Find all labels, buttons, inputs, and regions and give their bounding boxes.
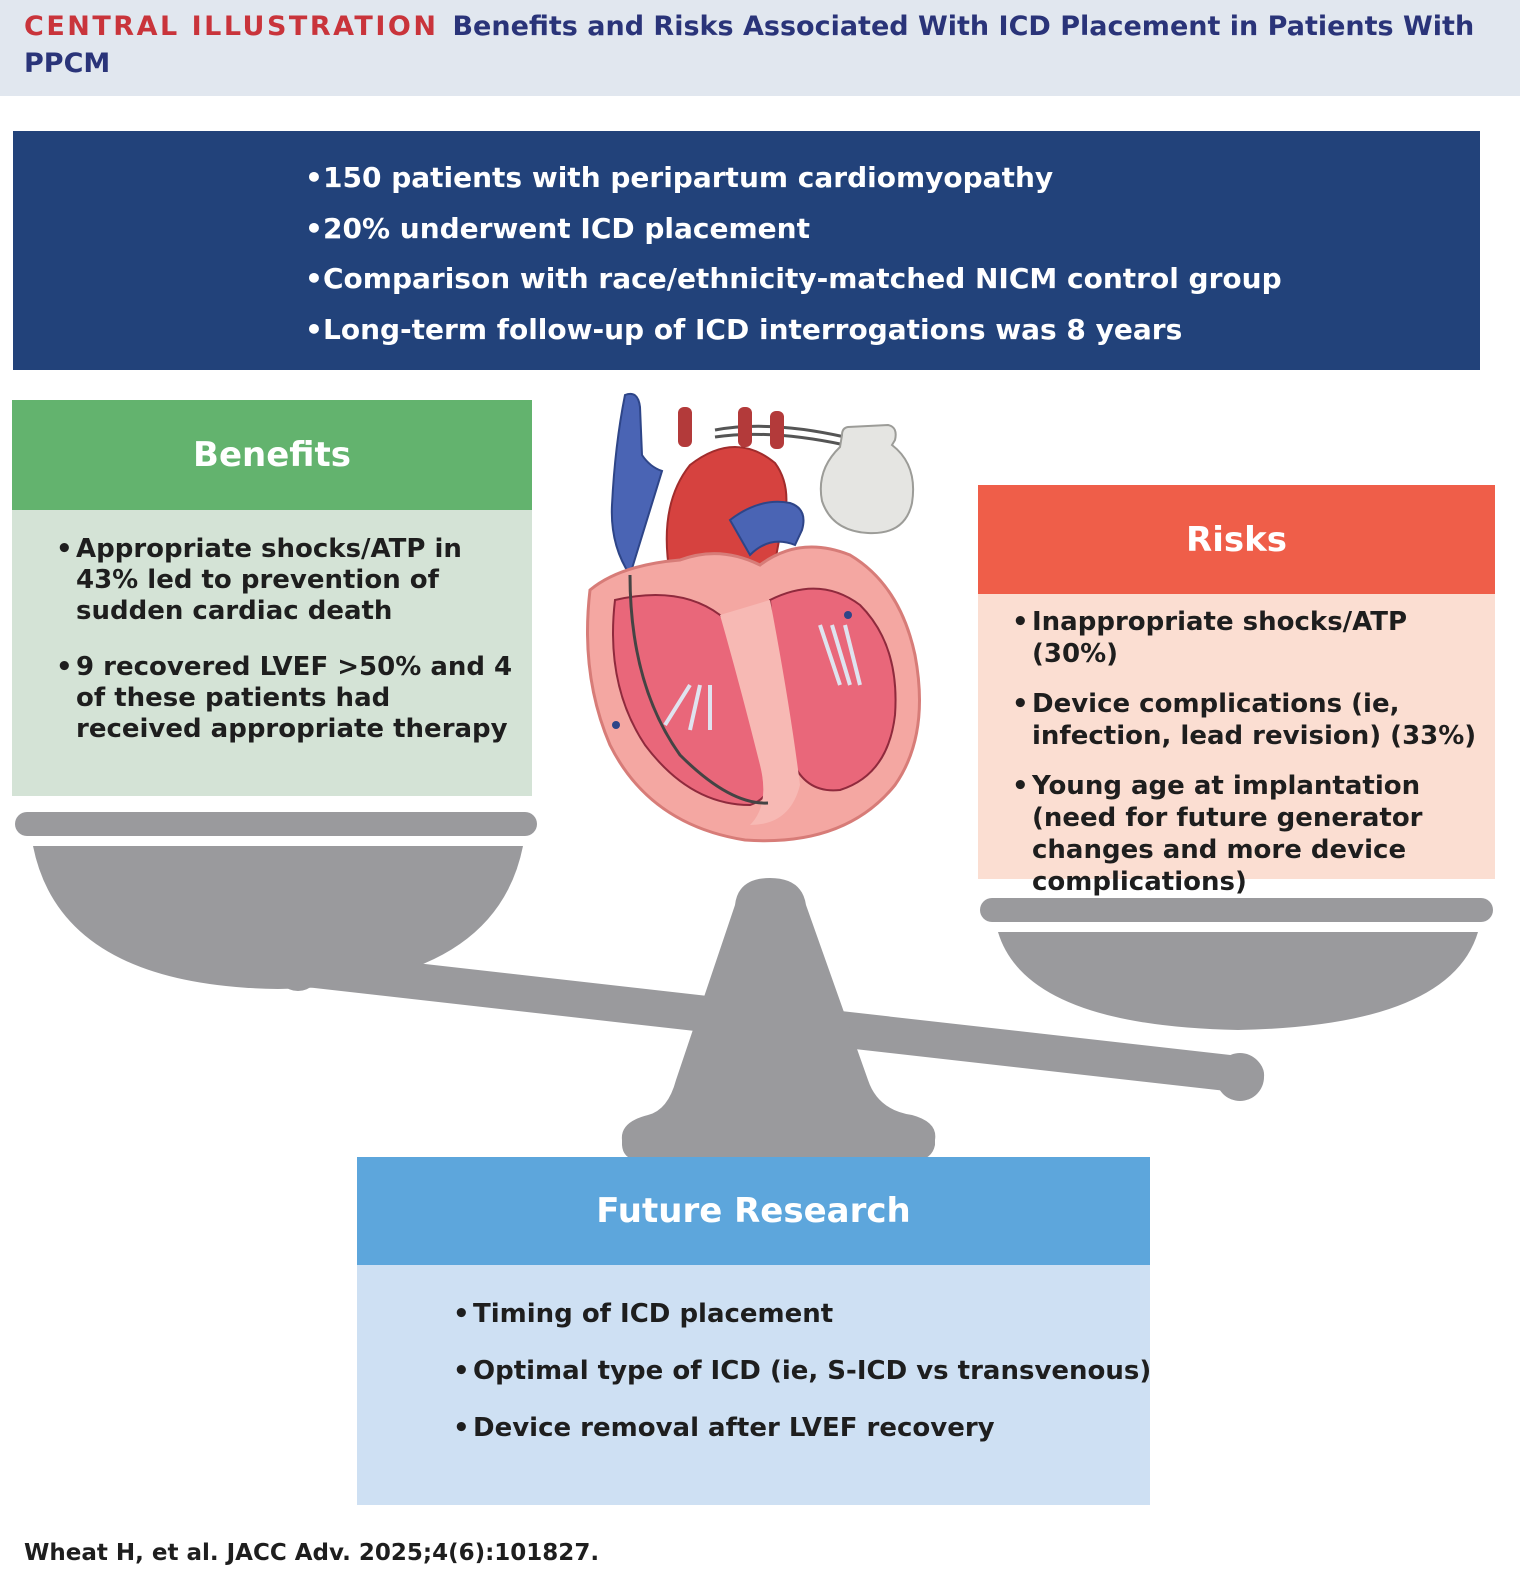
benefits-panel: •Appropriate shocks/ATP in 43% led to pr… [12,510,532,796]
risks-list: •Inappropriate shocks/ATP (30%) •Device … [1012,606,1492,916]
future-research-panel: •Timing of ICD placement •Optimal type o… [357,1265,1151,1505]
beam-right-end [1216,1053,1264,1101]
future-research-title: Future Research [596,1191,911,1231]
septum [720,600,800,825]
risk-item: •Inappropriate shocks/ATP (30%) [1012,607,1408,669]
right-pan-rim [980,898,1493,922]
summary-list: •150 patients with peripartum cardiomyop… [305,153,1282,355]
lead-marker [844,611,852,619]
future-research-list: •Timing of ICD placement •Optimal type o… [453,1298,1151,1469]
icd-generator [819,423,915,535]
summary-item: •150 patients with peripartum cardiomyop… [305,161,1054,194]
aortic-branch [770,411,784,449]
heart-with-icd-illustration [586,392,921,843]
risks-header: Risks [978,485,1495,594]
benefit-item: •Appropriate shocks/ATP in 43% led to pr… [56,534,462,626]
benefits-list: •Appropriate shocks/ATP in 43% led to pr… [56,534,516,770]
scale-stand [621,878,936,1160]
benefit-item: •9 recovered LVEF >50% and 4 of these pa… [56,652,513,744]
central-illustration-label: CENTRAL ILLUSTRATION [24,11,439,42]
icd-lead-in-heart [628,574,769,805]
right-pan-bowl [998,932,1478,1030]
future-research-item: •Timing of ICD placement [453,1299,834,1329]
future-research-header: Future Research [357,1157,1150,1265]
tricuspid-chordae [663,683,712,731]
study-summary-box: •150 patients with peripartum cardiomyop… [13,131,1480,370]
benefits-header: Benefits [12,400,532,510]
risks-title: Risks [1186,519,1287,560]
future-research-item: •Device removal after LVEF recovery [453,1413,995,1443]
citation: Wheat H, et al. JACC Adv. 2025;4(6):1018… [24,1540,600,1566]
summary-item: •Long-term follow-up of ICD interrogatio… [305,312,1183,346]
pulmonary-trunk [728,500,805,557]
summary-item: •20% underwent ICD placement [305,211,810,245]
superior-vena-cava [610,392,664,578]
left-pan-rim [15,812,537,836]
beam-left-end [276,947,320,991]
risk-item: •Device complications (ie, infection, le… [1012,689,1477,751]
lead-marker [612,721,620,729]
summary-item: •Comparison with race/ethnicity-matched … [305,262,1282,295]
mitral-chordae [818,624,862,686]
figure-title: Benefits and Risks Associated With ICD P… [24,11,1475,79]
risks-panel: •Inappropriate shocks/ATP (30%) •Device … [978,594,1495,897]
risk-item: •Young age at implantation (need for fut… [1012,771,1423,897]
future-research-item: •Optimal type of ICD (ie, S-ICD vs trans… [453,1356,1152,1386]
benefits-title: Benefits [193,435,351,475]
aortic-branch [738,407,752,447]
aortic-branch [678,407,692,447]
left-pan-bowl [33,846,523,989]
